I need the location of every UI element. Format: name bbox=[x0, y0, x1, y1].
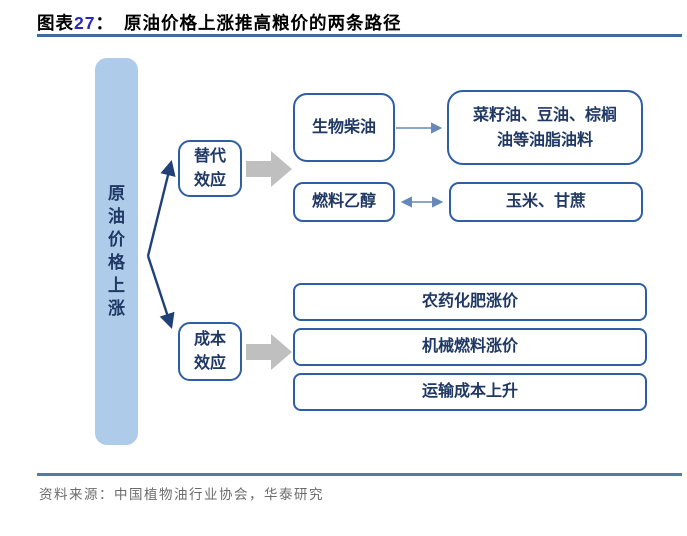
node-vegetable-oils: 菜籽油、豆油、棕榈 油等油脂油料 bbox=[447, 90, 643, 165]
footer-divider bbox=[37, 473, 682, 476]
figure-number: 27 bbox=[74, 13, 96, 33]
node-label: 生物柴油 bbox=[311, 118, 376, 136]
figure-colon: ： bbox=[95, 13, 114, 33]
figure-title: 图表27： 原油价格上涨推高粮价的两条路径 bbox=[37, 10, 401, 35]
arrow-source-to-substitution bbox=[146, 159, 176, 257]
figure-title-text: 原油价格上涨推高粮价的两条路径 bbox=[123, 13, 402, 33]
node-label: 玉米、甘蔗 bbox=[505, 193, 586, 210]
block-arrow-cost bbox=[246, 334, 292, 370]
node-label: 运输成本上升 bbox=[421, 383, 518, 400]
node-label-line: 油等油脂油料 bbox=[496, 131, 593, 149]
data-source-note: 资料来源：中国植物油行业协会，华泰研究 bbox=[39, 487, 324, 502]
node-fuel-ethanol: 燃料乙醇 bbox=[293, 182, 395, 222]
node-cost-effect: 成本 效应 bbox=[178, 322, 242, 381]
node-label-line: 效应 bbox=[193, 171, 226, 189]
arrow-source-to-cost bbox=[146, 255, 175, 329]
node-crude-oil-price-rise: 原 油 价 格 上 涨 bbox=[95, 58, 138, 445]
node-substitution-effect: 替代 效应 bbox=[178, 140, 242, 197]
source-char: 涨 bbox=[108, 299, 125, 318]
source-char: 价 bbox=[108, 230, 125, 249]
node-label-line: 成本 bbox=[193, 330, 226, 348]
source-char: 上 bbox=[108, 276, 125, 295]
node-label: 农药化肥涨价 bbox=[421, 293, 518, 310]
figure-label: 图表 bbox=[37, 13, 74, 33]
node-biodiesel: 生物柴油 bbox=[293, 93, 395, 162]
source-char: 油 bbox=[108, 207, 125, 226]
title-underline bbox=[37, 34, 682, 37]
source-char: 原 bbox=[108, 184, 125, 203]
block-arrow-substitution bbox=[246, 151, 292, 187]
node-label-line: 菜籽油、豆油、棕榈 bbox=[472, 106, 617, 124]
node-label-line: 替代 bbox=[193, 147, 226, 165]
node-machinery-fuel-price-rise: 机械燃料涨价 bbox=[293, 328, 647, 366]
node-pesticide-fertilizer-price-rise: 农药化肥涨价 bbox=[293, 283, 647, 321]
node-label: 机械燃料涨价 bbox=[421, 338, 518, 355]
node-transport-cost-rise: 运输成本上升 bbox=[293, 373, 647, 411]
node-corn-sugarcane: 玉米、甘蔗 bbox=[449, 182, 643, 222]
source-char: 格 bbox=[108, 253, 125, 272]
node-label: 燃料乙醇 bbox=[311, 193, 376, 210]
node-label-line: 效应 bbox=[193, 354, 226, 372]
